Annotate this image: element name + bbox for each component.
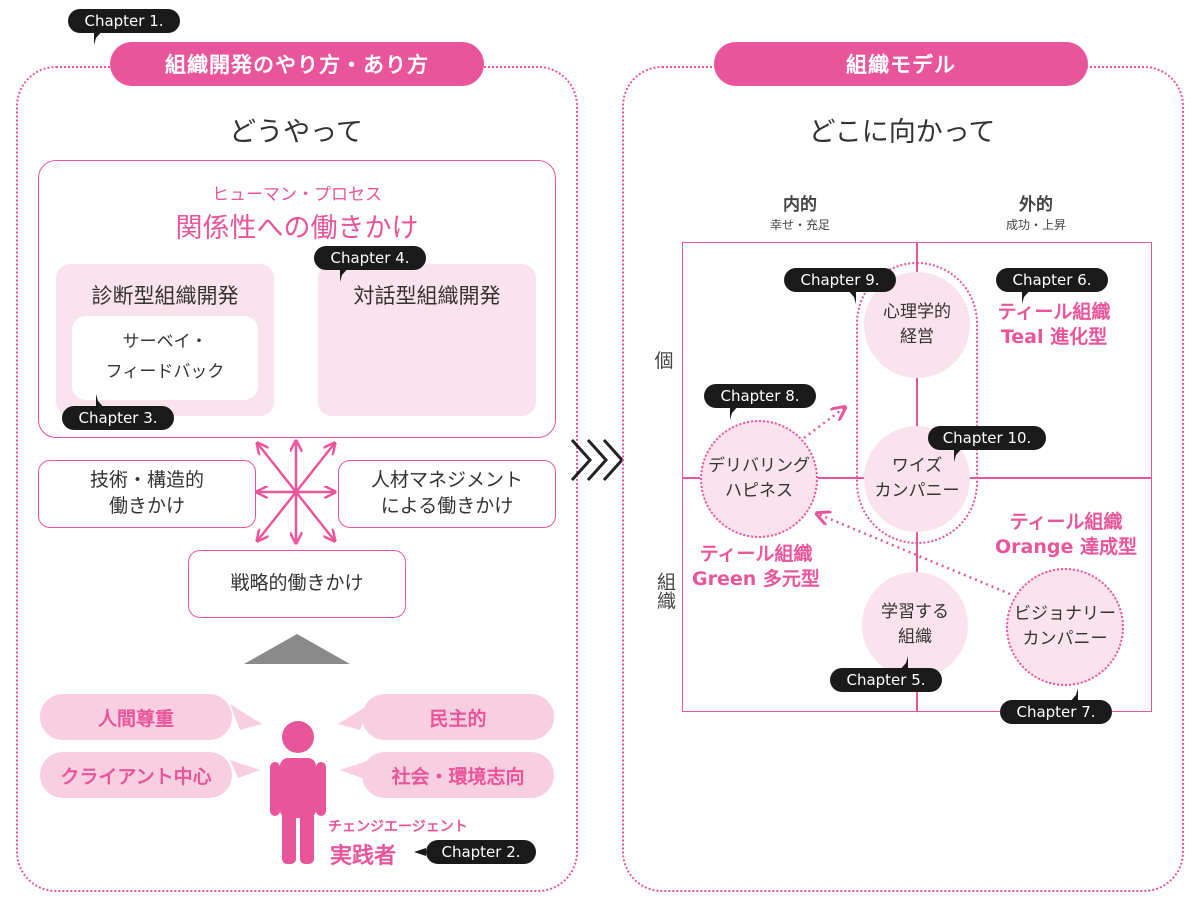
dialogic-od-label: 対話型組織開発: [353, 284, 501, 308]
value-client-centered: クライアント中心: [40, 752, 232, 798]
col-internal-sub: 幸せ・充足: [769, 218, 830, 232]
circle-wise-company: ワイズ カンパニー: [864, 426, 970, 532]
learn-line2: 組織: [898, 627, 932, 647]
green-line2: Green 多元型: [692, 567, 820, 590]
left-heading: どうやって: [229, 117, 363, 148]
change-agent-sublabel: チェンジエージェント: [328, 819, 468, 835]
dotted-arrows-icon: [803, 242, 1011, 596]
right-title: 組織モデル: [714, 42, 1088, 86]
chapter-3-tag: Chapter 3.: [62, 394, 174, 430]
chapter-9-tag: Chapter 9.: [784, 268, 896, 304]
chapter-10-tag: Chapter 10.: [928, 426, 1046, 462]
diagnostic-od-label: 診断型組織開発: [91, 284, 239, 308]
chapter-8-tag: Chapter 8.: [704, 384, 816, 420]
orange-line1: ティール組織: [1009, 511, 1123, 533]
wise-line2: カンパニー: [874, 481, 960, 501]
tech-line2: 働きかけ: [108, 495, 185, 517]
chapter-1-tag: Chapter 1.: [68, 9, 180, 45]
wise-line1: ワイズ: [891, 456, 943, 477]
human-process-sublabel: ヒューマン・プロセス: [212, 185, 382, 205]
survey-line2: フィードバック: [105, 362, 225, 382]
right-heading: どこに向かって: [808, 117, 996, 148]
circle-psych-management: 心理学的 経営: [864, 272, 970, 378]
orange-label: ティール組織 Orange 達成型: [986, 510, 1146, 559]
circle-visionary-company: ビジョナリー カンパニー: [1006, 568, 1124, 686]
person-icon: [270, 721, 326, 864]
psych-line2: 経営: [900, 327, 934, 347]
col-external-head: 外的: [1019, 195, 1053, 215]
strategy-box: 戦略的働きかけ: [188, 550, 406, 618]
circle-delivering-happiness: デリバリング ハピネス: [700, 420, 818, 538]
practitioner-label: 実践者: [330, 844, 397, 869]
chapter-4-tag: Chapter 4.: [314, 246, 426, 282]
cross-arrows-icon: [248, 436, 344, 548]
vision-line2: カンパニー: [1022, 629, 1108, 649]
dialogic-od-box: [318, 264, 536, 416]
circle-learning-organization: 学習する 組織: [862, 572, 968, 678]
value-social-environment: 社会・環境志向: [362, 752, 554, 798]
human-process-label: 関係性への働きかけ: [175, 213, 419, 244]
chevrons-right-icon: [570, 438, 625, 482]
teal-line2: Teal 進化型: [1000, 325, 1108, 348]
col-external-sub: 成功・上昇: [1005, 218, 1066, 232]
row-organization: 組織: [654, 572, 676, 610]
survey-line1: サーベイ・: [122, 332, 208, 353]
psych-wise-capsule: [856, 262, 978, 544]
learn-line1: 学習する: [881, 602, 949, 623]
survey-feedback-box: サーベイ・ フィードバック: [72, 316, 258, 400]
value-democratic: 民主的: [362, 694, 554, 740]
chapter-6-tag: Chapter 6.: [996, 268, 1108, 304]
deliv-line1: デリバリング: [708, 456, 810, 477]
green-label: ティール組織 Green 多元型: [686, 542, 826, 591]
tech-structural-box: 技術・構造的 働きかけ: [38, 460, 256, 528]
hr-line1: 人材マネジメント: [370, 469, 523, 492]
col-internal-head: 内的: [783, 195, 817, 215]
green-line1: ティール組織: [699, 543, 813, 565]
chapter-7-tag: Chapter 7.: [1000, 688, 1112, 724]
tech-line1: 技術・構造的: [89, 469, 204, 492]
vision-line1: ビジョナリー: [1014, 604, 1116, 625]
psych-line1: 心理学的: [883, 302, 951, 323]
deliv-line2: ハピネス: [725, 481, 793, 501]
orange-line2: Orange 達成型: [995, 535, 1137, 558]
teal-line1: ティール組織: [997, 301, 1111, 323]
left-title: 組織開発のやり方・あり方: [110, 42, 484, 86]
hr-line2: による働きかけ: [380, 495, 514, 517]
row-individual: 個: [654, 350, 674, 372]
speech-tails-icon: [230, 704, 370, 778]
up-triangle-icon: [244, 634, 350, 664]
chapter-5-tag: Chapter 5.: [830, 656, 942, 692]
chapter-2-tag: Chapter 2.: [414, 840, 536, 864]
hr-management-box: 人材マネジメント による働きかけ: [338, 460, 556, 528]
teal-label: ティール組織 Teal 進化型: [986, 300, 1122, 349]
value-human-respect: 人間尊重: [40, 694, 232, 740]
